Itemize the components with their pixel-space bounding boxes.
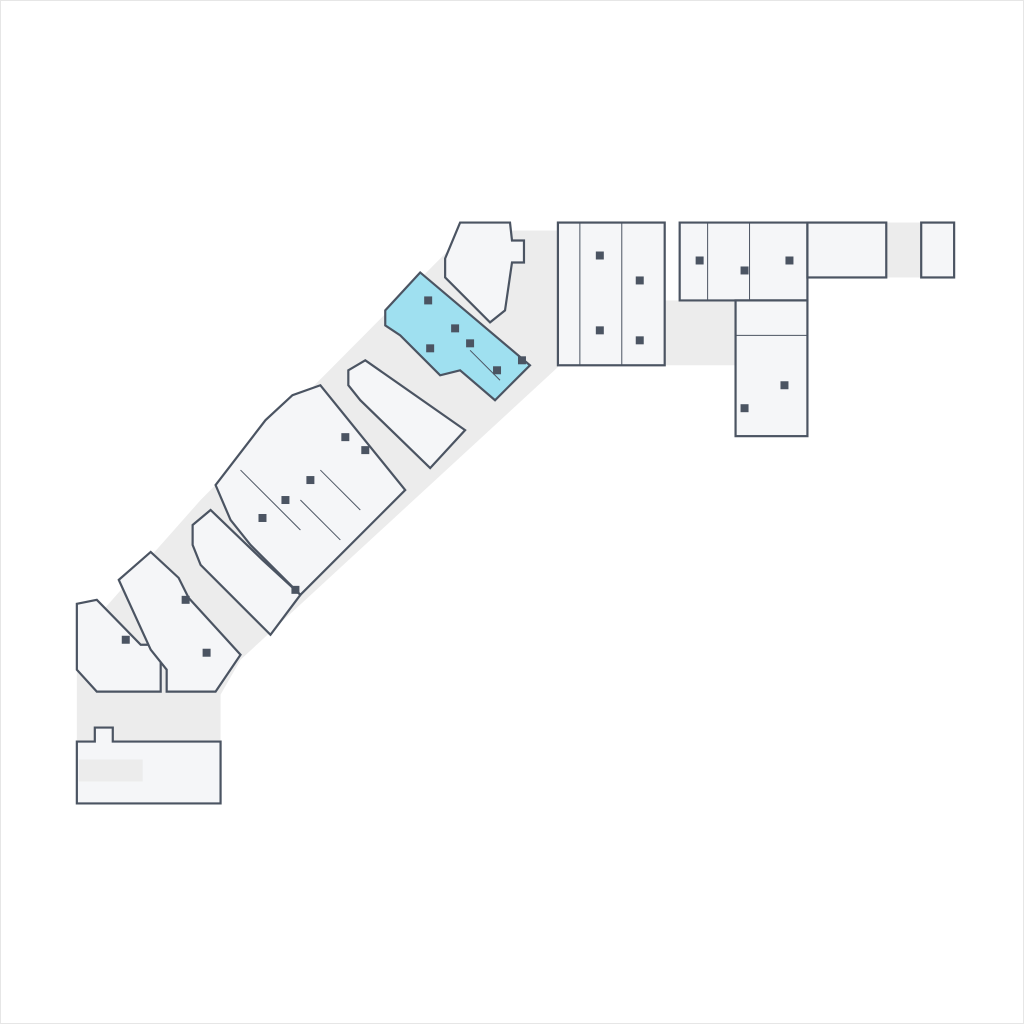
- store-center-block[interactable]: [214, 383, 407, 597]
- pillar: [635, 276, 644, 285]
- store-east-tall[interactable]: [734, 299, 809, 438]
- pillar: [341, 433, 350, 442]
- pillar: [426, 344, 435, 353]
- store-bottom-left[interactable]: [75, 598, 162, 693]
- corridor-east-1: [664, 300, 742, 366]
- pillar: [493, 366, 502, 375]
- pillar: [424, 296, 433, 305]
- pillar: [595, 251, 604, 260]
- store-top-3[interactable]: [806, 221, 888, 279]
- store-lower-diagonal-2[interactable]: [191, 508, 302, 637]
- store-center-upper[interactable]: [347, 358, 467, 470]
- store-top-1[interactable]: [556, 221, 666, 367]
- pillar: [517, 356, 526, 365]
- store-top-4[interactable]: [920, 221, 956, 279]
- pillar: [202, 648, 211, 657]
- pillar: [695, 256, 704, 265]
- store-bottom[interactable]: [75, 726, 222, 805]
- pillar: [740, 266, 749, 275]
- corridor-pocket: [78, 759, 143, 782]
- pillar: [291, 585, 300, 594]
- pillar: [635, 336, 644, 345]
- pillar: [451, 324, 460, 333]
- inner-walls: [240, 222, 808, 541]
- pillar: [306, 476, 315, 485]
- pillar: [466, 339, 475, 348]
- pillar: [785, 256, 794, 265]
- pillar: [780, 381, 789, 390]
- pillar: [281, 496, 290, 505]
- pillar: [740, 404, 749, 413]
- pillar: [181, 595, 190, 604]
- pillars: [121, 251, 794, 657]
- pillar: [258, 513, 267, 522]
- pillar: [595, 326, 604, 335]
- corridor-east-2: [886, 222, 922, 278]
- pillar: [121, 635, 130, 644]
- pillar: [361, 446, 370, 455]
- store-top-diagonal[interactable]: [444, 221, 526, 324]
